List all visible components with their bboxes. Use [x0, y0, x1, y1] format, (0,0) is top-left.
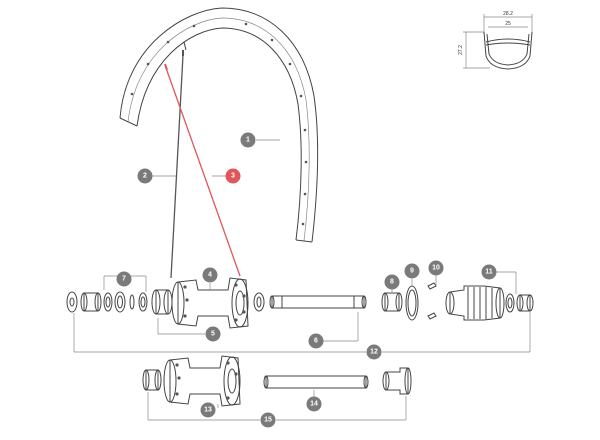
rim-spoke-holes — [130, 22, 308, 226]
end-cap-lower — [142, 369, 162, 391]
bearing-right — [253, 292, 265, 312]
bearing-stack-7 — [66, 291, 148, 313]
svg-text:10: 10 — [432, 265, 440, 272]
hub-body-4 — [171, 277, 249, 329]
callout-2: 2 — [137, 168, 153, 184]
seal-ring-9 — [405, 285, 419, 321]
callout-14: 14 — [306, 396, 322, 412]
svg-text:7: 7 — [122, 276, 126, 283]
svg-text:1: 1 — [246, 137, 250, 144]
svg-text:2: 2 — [143, 173, 147, 180]
callout-15: 15 — [260, 412, 276, 428]
freehub-body-11 — [445, 285, 505, 321]
pawls-10 — [427, 282, 437, 320]
callout-12: 12 — [366, 344, 382, 360]
callout-8: 8 — [384, 274, 400, 290]
callout-3: 3 — [225, 168, 241, 184]
profile-outer-width: 28.2 — [503, 11, 513, 17]
spoke-gray — [170, 50, 184, 279]
svg-text:6: 6 — [314, 338, 318, 345]
profile-height: 27.2 — [458, 45, 464, 55]
svg-text:9: 9 — [410, 268, 414, 275]
svg-text:3: 3 — [231, 173, 235, 180]
callout-10: 10 — [428, 260, 444, 276]
callout-4: 4 — [202, 267, 218, 283]
end-cap-5 — [151, 289, 173, 315]
svg-text:11: 11 — [485, 269, 493, 276]
spoke-red — [164, 63, 241, 277]
axle-6 — [269, 295, 367, 309]
callout-6: 6 — [308, 333, 324, 349]
hub-body-13 — [163, 355, 241, 407]
leader-lines — [73, 139, 531, 421]
callout-13: 13 — [200, 402, 216, 418]
callout-11: 11 — [481, 264, 497, 280]
callout-9: 9 — [404, 263, 420, 279]
svg-text:15: 15 — [264, 417, 272, 424]
spacer-8 — [381, 292, 403, 312]
freehub-bearings — [505, 293, 534, 313]
axle-14 — [263, 375, 369, 389]
svg-text:12: 12 — [370, 349, 378, 356]
svg-text:8: 8 — [390, 279, 394, 286]
svg-text:14: 14 — [310, 401, 318, 408]
svg-text:4: 4 — [208, 272, 212, 279]
rim — [119, 7, 319, 243]
end-cap-lower-right — [382, 367, 412, 395]
rim-profile-inset: 28.2 25 27.2 — [458, 11, 533, 70]
svg-text:5: 5 — [211, 331, 215, 338]
callout-7: 7 — [116, 271, 132, 287]
callout-5: 5 — [205, 326, 221, 342]
profile-inner-width: 25 — [505, 21, 511, 27]
callout-1: 1 — [240, 132, 256, 148]
svg-text:13: 13 — [204, 407, 212, 414]
